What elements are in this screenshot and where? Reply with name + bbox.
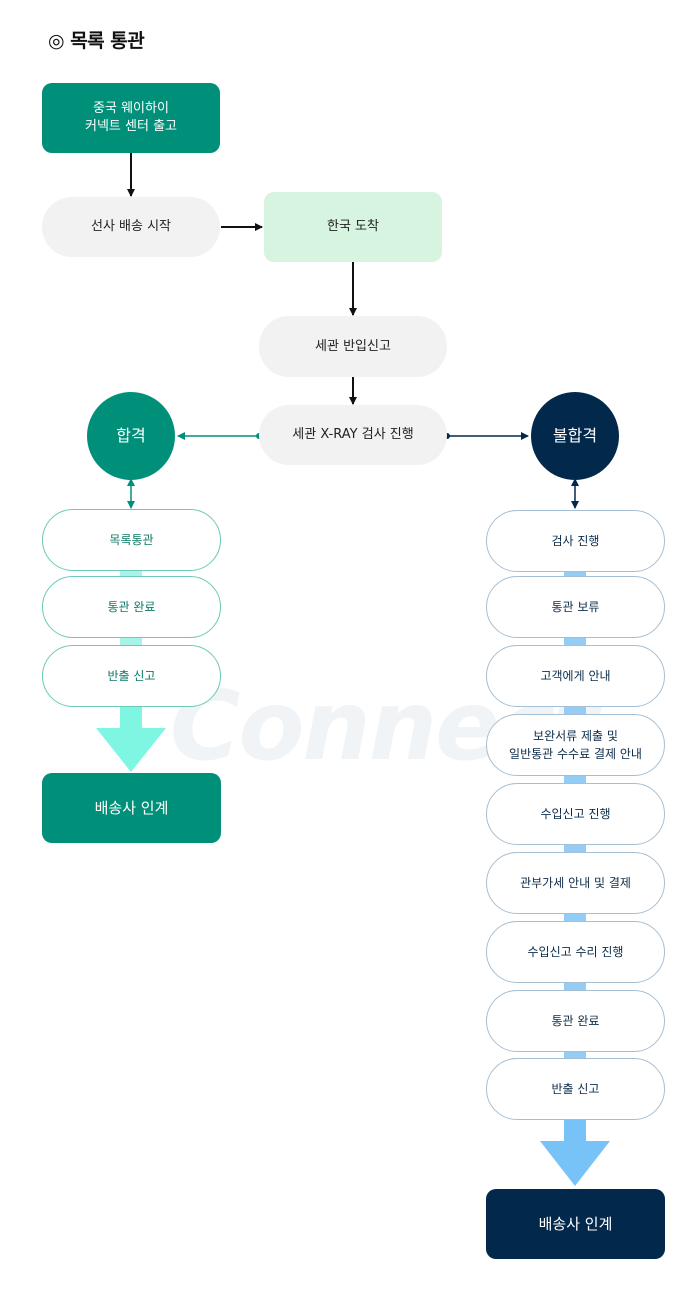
pass-step-label: 반출 신고 (107, 669, 156, 683)
step-xray-label: 세관 X-RAY 검사 진행 (292, 427, 414, 442)
fail-step-label: 통관 보류 (551, 600, 600, 614)
fail-step: 통관 보류 (486, 576, 665, 638)
fail-final-label: 배송사 인계 (538, 1215, 613, 1233)
pass-final-label: 배송사 인계 (94, 799, 169, 817)
page-title: ◎ 목록 통관 (48, 30, 145, 52)
step-report: 세관 반입신고 (259, 316, 447, 377)
fail-connector (564, 1119, 586, 1141)
fail-step-label: 통관 완료 (551, 1014, 600, 1028)
pass-connector (120, 637, 142, 647)
step-depart: 중국 웨이하이 커넥트 센터 출고 (42, 83, 220, 153)
pass-label: 합격 (116, 426, 146, 445)
fail-step-label: 수입신고 수리 진행 (527, 945, 624, 959)
fail-step-label: 검사 진행 (551, 534, 600, 548)
fail-step: 수입신고 진행 (486, 783, 665, 845)
fail-connector (564, 982, 586, 991)
fail-connector (564, 914, 586, 923)
pass-step-label: 목록통관 (109, 533, 154, 547)
fail-step: 통관 완료 (486, 990, 665, 1052)
fail-big-arrow (540, 1141, 610, 1186)
fail-step: 관부가세 안내 및 결제 (486, 852, 665, 914)
fail-connector (564, 571, 586, 578)
step-ship-label: 선사 배송 시작 (90, 219, 172, 234)
fail-connector (564, 775, 586, 785)
fail-step: 검사 진행 (486, 510, 665, 572)
step-depart-label: 중국 웨이하이 커넥트 센터 출고 (85, 101, 177, 134)
step-arrive: 한국 도착 (264, 192, 442, 262)
fail-connector (564, 706, 586, 716)
fail-connector (564, 1051, 586, 1060)
step-report-label: 세관 반입신고 (315, 338, 391, 354)
fail-step: 보완서류 제출 및 일반통관 수수료 결제 안내 (486, 714, 665, 776)
fail-step: 고객에게 안내 (486, 645, 665, 707)
arrow-fail-up-head (571, 478, 579, 486)
fail-step-label: 반출 신고 (551, 1082, 600, 1096)
fail-circle: 불합격 (531, 392, 619, 480)
fail-connector (564, 637, 586, 646)
pass-step: 통관 완료 (42, 576, 221, 638)
fail-step: 수입신고 수리 진행 (486, 921, 665, 983)
pass-circle: 합격 (87, 392, 175, 480)
fail-step-label: 보완서류 제출 및 일반통관 수수료 결제 안내 (509, 729, 642, 761)
fail-final: 배송사 인계 (486, 1189, 665, 1259)
fail-step-label: 고객에게 안내 (540, 669, 611, 683)
pass-connector (120, 706, 142, 728)
arrow-pass-up-head (127, 478, 135, 486)
fail-connector (564, 845, 586, 854)
step-ship: 선사 배송 시작 (42, 197, 220, 257)
pass-step: 목록통관 (42, 509, 221, 571)
step-arrive-label: 한국 도착 (327, 219, 379, 234)
pass-connector (120, 570, 142, 578)
pass-final: 배송사 인계 (42, 773, 221, 843)
fail-step: 반출 신고 (486, 1058, 665, 1120)
step-xray: 세관 X-RAY 검사 진행 (259, 405, 447, 465)
fail-step-label: 관부가세 안내 및 결제 (520, 876, 631, 890)
fail-label: 불합격 (552, 426, 598, 445)
fail-step-label: 수입신고 진행 (540, 807, 611, 821)
pass-big-arrow (96, 728, 166, 772)
pass-step-label: 통관 완료 (107, 600, 156, 614)
pass-step: 반출 신고 (42, 645, 221, 707)
